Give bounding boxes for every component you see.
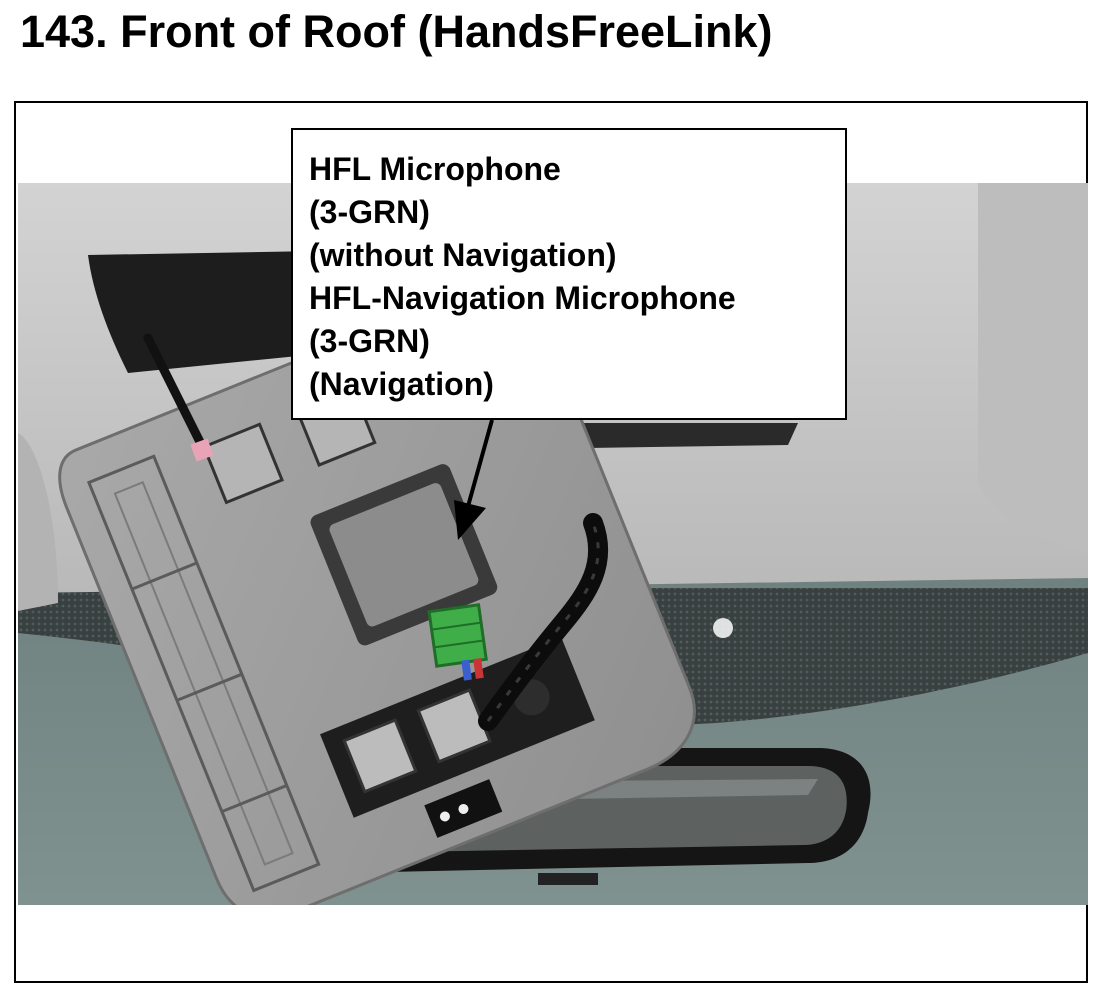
page-title: 143. Front of Roof (HandsFreeLink) bbox=[20, 6, 773, 57]
overhead-console bbox=[58, 286, 696, 905]
callout-line-4: HFL-Navigation Microphone bbox=[309, 280, 736, 316]
microphone-connector bbox=[427, 603, 488, 681]
callout-line-2: (3-GRN) bbox=[309, 194, 430, 230]
callout-line-3: (without Navigation) bbox=[309, 237, 617, 273]
callout-line-5: (3-GRN) bbox=[309, 323, 430, 359]
callout-line-1: HFL Microphone bbox=[309, 151, 561, 187]
sun-visor-right bbox=[978, 183, 1088, 553]
sun-visor-left bbox=[18, 433, 58, 611]
antenna-cable bbox=[143, 333, 208, 453]
callout-line-6: (Navigation) bbox=[309, 366, 494, 402]
callout-box: HFL Microphone (3-GRN) (without Navigati… bbox=[291, 128, 847, 420]
